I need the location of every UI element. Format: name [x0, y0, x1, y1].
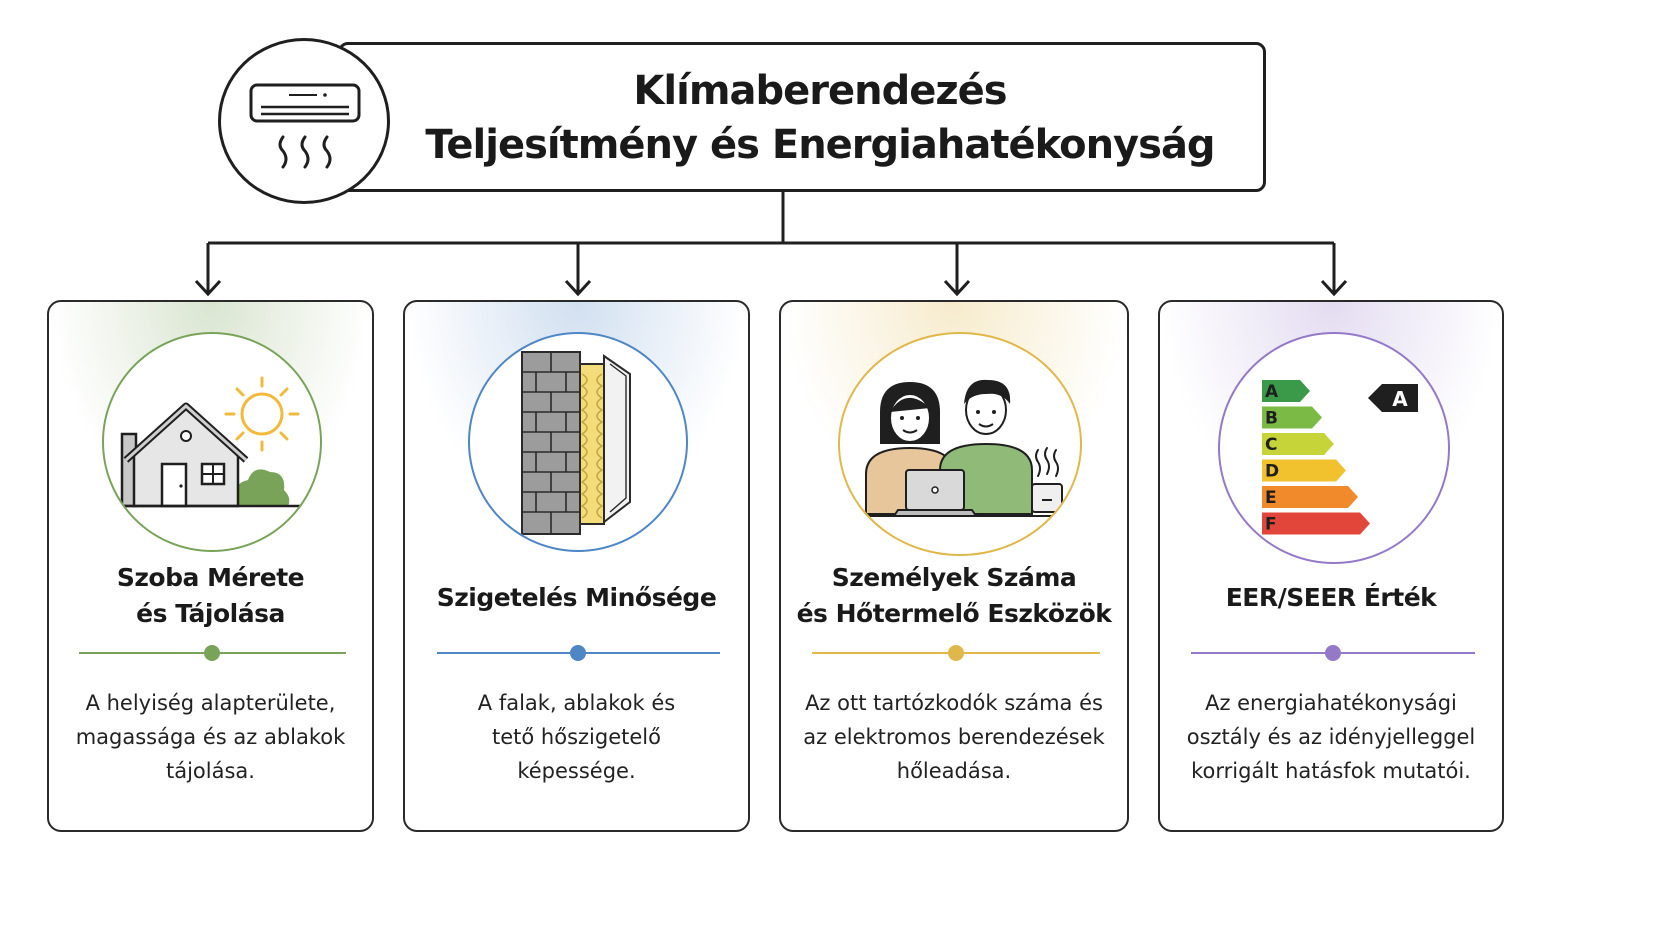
- energy-class-label: D: [1265, 462, 1279, 482]
- energy-class-label: C: [1265, 435, 1277, 455]
- card-room-size: Szoba Mérete és Tájolása A helyiség alap…: [47, 300, 374, 832]
- energy-class-bar: [1262, 459, 1346, 482]
- card-divider-dot: [948, 645, 964, 661]
- wall-insulation-icon: [468, 332, 688, 552]
- card-description: A helyiség alapterülete, magassága és az…: [75, 691, 346, 783]
- energy-class-label: B: [1265, 409, 1278, 429]
- air-conditioner-icon: [218, 38, 390, 204]
- energy-class-label: A: [1265, 382, 1279, 402]
- house-sun-icon: [102, 332, 322, 552]
- card-description: Az ott tartózkodók száma és az elektromo…: [803, 691, 1105, 783]
- card-description: A falak, ablakok és tető hőszigetelő kép…: [477, 691, 676, 783]
- card-title: Szigetelés Minősége: [436, 583, 717, 612]
- energy-class-bar: [1262, 406, 1322, 429]
- energy-class-bar: [1262, 380, 1310, 402]
- title-line-2: Teljesítmény és Energiahatékonyság: [425, 122, 1215, 168]
- energy-rating-label: A: [1392, 387, 1408, 411]
- card-divider-dot: [570, 645, 586, 661]
- card-description: Az energiahatékonysági osztály és az idé…: [1186, 691, 1476, 783]
- card-people-devices: Személyek Száma és Hőtermelő Eszközök Az…: [779, 300, 1129, 832]
- card-insulation: Szigetelés Minősége A falak, ablakok és …: [403, 300, 750, 832]
- title-line-1: Klímaberendezés: [633, 68, 1007, 114]
- card-title: EER/SEER Érték: [1225, 583, 1437, 612]
- energy-rating-badge: A: [1368, 384, 1418, 412]
- card-title: Személyek Száma és Hőtermelő Eszközök: [796, 563, 1112, 628]
- energy-class-label: F: [1265, 515, 1277, 535]
- card-divider-dot: [1325, 645, 1341, 661]
- card-divider-dot: [204, 645, 220, 661]
- energy-class-bar: [1262, 512, 1370, 535]
- energy-class-bar: [1262, 486, 1358, 508]
- header-box: [338, 42, 1266, 192]
- energy-class-bar: [1262, 433, 1334, 455]
- energy-class-label: E: [1265, 488, 1277, 508]
- people-devices-icon: [838, 332, 1082, 556]
- card-title: Szoba Mérete és Tájolása: [116, 563, 305, 628]
